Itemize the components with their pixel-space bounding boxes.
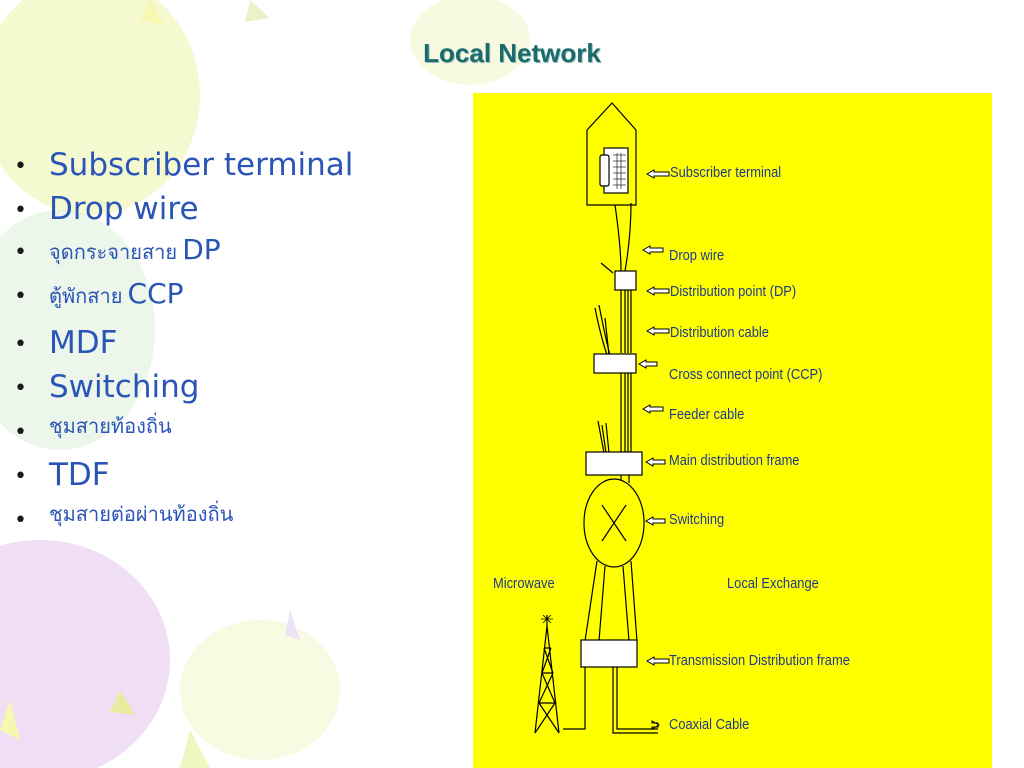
label-microwave: Microwave <box>493 575 555 592</box>
bullet-item: • ชุมสายท้องถิ่น <box>14 416 353 460</box>
bullet-text: ชุมสายต่อผ่านท้องถิ่น <box>49 502 234 526</box>
arrow-group <box>637 169 670 730</box>
bullet-dot-icon: • <box>14 284 27 309</box>
bullet-dot-icon: • <box>14 376 27 401</box>
bullet-dot-icon: • <box>14 464 27 489</box>
label-switching: Switching <box>669 511 725 528</box>
bullet-text: MDF <box>49 325 118 361</box>
bullet-dot-icon: • <box>14 420 27 445</box>
page-title: Local Network <box>423 38 601 68</box>
bullet-item: • Switching <box>14 372 353 416</box>
bullet-dot-icon: • <box>14 154 27 179</box>
bullet-item: • Drop wire <box>14 194 353 236</box>
bullet-text: ชุมสายท้องถิ่น <box>49 414 172 438</box>
bullet-text: Drop wire <box>49 191 199 227</box>
telephone-icon <box>599 147 629 194</box>
bullet-prefix: จุดกระจายสาย <box>49 240 178 264</box>
bullet-dot-icon: • <box>14 332 27 357</box>
bullet-dot-icon: • <box>14 508 27 533</box>
bullet-text: Subscriber terminal <box>49 147 354 183</box>
label-main-distribution-frame: Main distribution frame <box>669 452 800 469</box>
label-cross-connect-point: Cross connect point (CCP) <box>669 366 823 383</box>
bullet-item: • MDF <box>14 328 353 372</box>
bullet-list: • Subscriber terminal • Drop wire • จุดก… <box>14 150 353 548</box>
network-diagram <box>534 102 670 734</box>
label-feeder-cable: Feeder cable <box>669 406 745 423</box>
bullet-prefix: ตู้พักสาย <box>49 284 123 308</box>
bullet-item: • ตู้พักสาย CCP <box>14 280 353 328</box>
bullet-dot-icon: • <box>14 198 27 223</box>
bullet-text: Switching <box>49 369 200 405</box>
label-local-exchange: Local Exchange <box>727 575 819 592</box>
bullet-dot-icon: • <box>14 240 27 265</box>
label-distribution-cable: Distribution cable <box>670 324 769 341</box>
label-subscriber-terminal: Subscriber terminal <box>670 164 782 181</box>
bullet-item: • ชุมสายต่อผ่านท้องถิ่น <box>14 504 353 548</box>
bullet-item: • Subscriber terminal <box>14 150 353 194</box>
bullet-text: DP <box>182 233 221 266</box>
bullet-text: TDF <box>49 457 110 493</box>
network-diagram-panel: Subscriber terminal Drop wire Distributi… <box>473 93 992 768</box>
bullet-item: • จุดกระจายสาย DP <box>14 236 353 280</box>
label-transmission-distribution-frame: Transmission Distribution frame <box>669 652 850 669</box>
label-drop-wire: Drop wire <box>669 247 725 264</box>
label-coaxial-cable: Coaxial Cable <box>669 716 750 733</box>
microwave-tower-icon <box>534 614 560 734</box>
bullet-item: • TDF <box>14 460 353 504</box>
bullet-text: CCP <box>127 277 184 310</box>
label-distribution-point: Distribution point (DP) <box>670 283 797 300</box>
